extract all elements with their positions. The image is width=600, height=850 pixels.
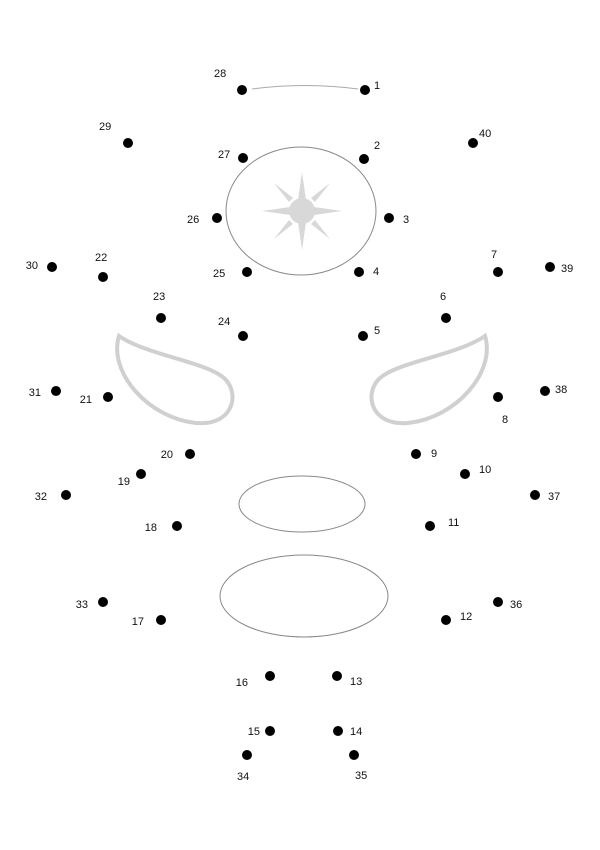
dot-24: [238, 331, 248, 341]
dot-8: [493, 392, 503, 402]
top-arc-guide: [251, 85, 359, 90]
dot-28: [237, 85, 247, 95]
dot-label-16: 16: [236, 677, 248, 689]
left-wing-outline: [115, 332, 235, 426]
dot-12: [441, 615, 451, 625]
dot-label-11: 11: [448, 517, 459, 529]
sun-icon: [262, 172, 342, 250]
dot-36: [493, 597, 503, 607]
dot-13: [332, 671, 342, 681]
dot-38: [540, 386, 550, 396]
dot-label-35: 35: [355, 770, 367, 782]
dot-40: [468, 138, 478, 148]
dot-23: [156, 313, 166, 323]
dot-39: [545, 262, 555, 272]
lower-body-oval: [219, 554, 389, 638]
dot-label-4: 4: [373, 266, 379, 278]
head-oval: [225, 146, 377, 276]
dot-19: [136, 469, 146, 479]
dot-label-14: 14: [350, 726, 362, 738]
dot-21: [103, 392, 113, 402]
dot-label-2: 2: [374, 140, 380, 152]
dot-label-34: 34: [237, 771, 249, 783]
dot-26: [212, 213, 222, 223]
dot-label-24: 24: [218, 316, 230, 328]
dot-29: [123, 138, 133, 148]
dot-label-10: 10: [479, 464, 491, 476]
dot-label-39: 39: [561, 263, 573, 275]
dot-label-7: 7: [491, 249, 497, 261]
dot-label-21: 21: [80, 394, 92, 406]
dot-label-32: 32: [35, 491, 47, 503]
dot-32: [61, 490, 71, 500]
dot-27: [238, 153, 248, 163]
dot-31: [51, 386, 61, 396]
dot-5: [358, 331, 368, 341]
dot-label-25: 25: [213, 268, 225, 280]
dot-label-22: 22: [95, 252, 107, 264]
upper-body-oval: [238, 475, 366, 533]
dot-label-1: 1: [374, 80, 380, 92]
dot-label-18: 18: [145, 522, 157, 534]
dot-label-26: 26: [187, 214, 199, 226]
right-wing-outline: [369, 332, 489, 426]
dot-10: [460, 469, 470, 479]
dot-label-6: 6: [440, 291, 446, 303]
dot-label-36: 36: [510, 599, 522, 611]
dot-20: [185, 449, 195, 459]
dot-label-9: 9: [431, 448, 437, 460]
dot-25: [242, 267, 252, 277]
numbered-dots: 1234567891011121314151617181920212223242…: [26, 68, 574, 783]
dot-22: [98, 272, 108, 282]
dot-15: [265, 726, 275, 736]
dot-3: [384, 213, 394, 223]
dot-18: [172, 521, 182, 531]
dot-7: [493, 267, 503, 277]
dot-label-20: 20: [161, 449, 173, 461]
dot-label-27: 27: [218, 149, 230, 161]
dot-label-15: 15: [248, 726, 260, 738]
dot-33: [98, 597, 108, 607]
dot-9: [411, 449, 421, 459]
dot-label-13: 13: [350, 676, 362, 688]
dot-label-29: 29: [99, 121, 111, 133]
dot-1: [360, 85, 370, 95]
dot-11: [425, 521, 435, 531]
dot-6: [441, 313, 451, 323]
dot-17: [156, 615, 166, 625]
dot-16: [265, 671, 275, 681]
dot-label-37: 37: [548, 491, 560, 503]
dot-35: [349, 750, 359, 760]
dot-label-3: 3: [403, 214, 409, 226]
dot-label-40: 40: [479, 128, 491, 140]
dot-label-19: 19: [118, 476, 130, 488]
dot-label-38: 38: [555, 384, 567, 396]
dot-label-23: 23: [153, 291, 165, 303]
dot-30: [47, 262, 57, 272]
dot-label-31: 31: [29, 387, 41, 399]
dot-label-8: 8: [502, 414, 508, 426]
dot-34: [242, 750, 252, 760]
dot-label-12: 12: [460, 611, 472, 623]
dot-label-28: 28: [214, 68, 226, 80]
dot-label-30: 30: [26, 260, 38, 272]
dot-label-33: 33: [76, 599, 88, 611]
dot-4: [354, 267, 364, 277]
dot-2: [359, 154, 369, 164]
dot-37: [530, 490, 540, 500]
dot-label-5: 5: [374, 325, 380, 337]
dot-label-17: 17: [132, 616, 144, 628]
dot-14: [333, 726, 343, 736]
